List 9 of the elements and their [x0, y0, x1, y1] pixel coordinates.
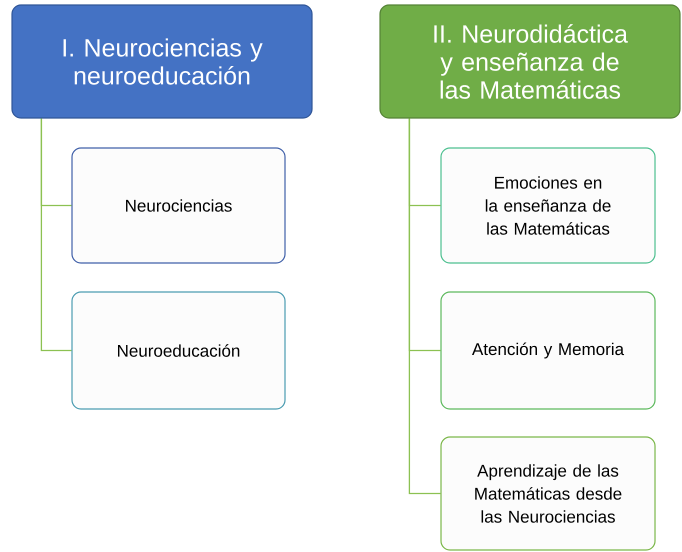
topic-box: Emociones en la enseñanza de las Matemáticas — [440, 147, 656, 264]
topic-box: Aprendizaje de las Matemáticas desde las Neurociencias — [440, 436, 656, 551]
heading-box: I. Neurociencias y neuroeducación — [11, 4, 313, 119]
topic-box: Neurociencias — [71, 147, 286, 264]
topic-box: Neuroeducación — [71, 291, 286, 410]
heading-box: II. Neurodidáctica y enseñanza de las Matemáticas — [379, 4, 681, 119]
connector-line — [408, 118, 440, 494]
topic-box: Atención y Memoria — [440, 291, 656, 410]
connector-line — [40, 118, 72, 352]
